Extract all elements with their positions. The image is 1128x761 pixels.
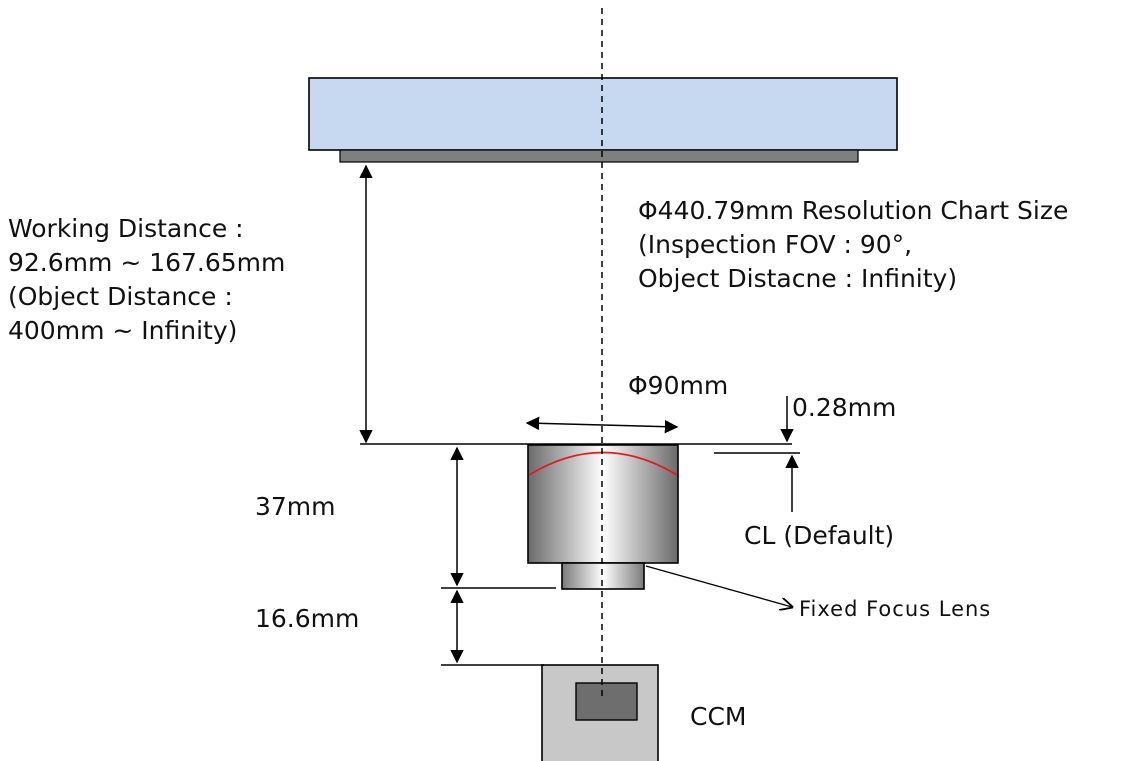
chart-size-line: Φ440.79mm Resolution Chart Size <box>638 196 1069 225</box>
working-distance-line: 400mm ~ Infinity) <box>8 316 238 345</box>
working-distance-line: Working Distance : <box>8 214 244 243</box>
gap-label: 0.28mm <box>792 393 897 422</box>
ccm-label: CCM <box>690 702 747 731</box>
lens-diameter-arrow <box>525 416 679 434</box>
height-16-label: 16.6mm <box>255 604 360 633</box>
working-distance-line: (Object Distance : <box>8 282 233 311</box>
chart-size-line: (Inspection FOV : 90°, <box>638 230 913 259</box>
chart-plate <box>339 149 859 163</box>
height-37-label: 37mm <box>255 492 336 521</box>
fixed-focus-leader <box>645 565 792 607</box>
lens-curvature-arc <box>528 451 678 476</box>
ccm-sensor <box>575 682 638 721</box>
lens-body <box>527 444 679 564</box>
working-distance-label: Working Distance : 92.6mm ~ 167.65mm (Ob… <box>8 212 285 348</box>
resolution-chart <box>308 77 898 151</box>
cl-label: CL (Default) <box>744 521 895 550</box>
lens-diameter-label: Φ90mm <box>628 371 729 400</box>
chart-size-label: Φ440.79mm Resolution Chart Size (Inspect… <box>638 194 1068 296</box>
lens-barrel <box>561 562 645 590</box>
chart-size-line: Object Distacne : Infinity) <box>638 264 958 293</box>
fixed-focus-label: Fixed Focus Lens <box>799 597 992 621</box>
working-distance-line: 92.6mm ~ 167.65mm <box>8 248 286 277</box>
